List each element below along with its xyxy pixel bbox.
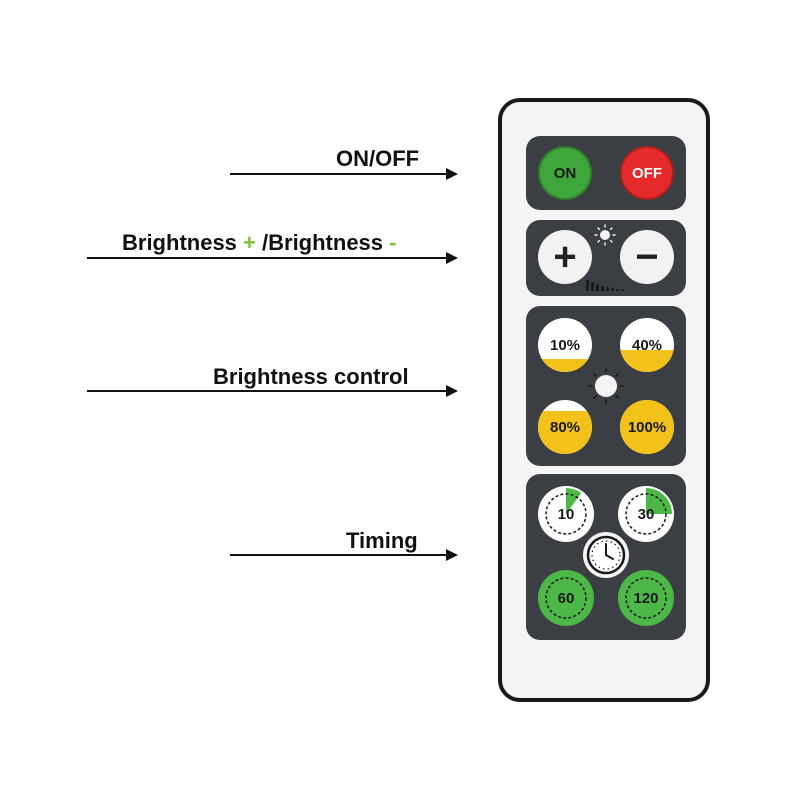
timer-10-button[interactable]: 10: [538, 486, 594, 542]
preset-40-button[interactable]: 40%: [620, 318, 674, 372]
remote-control: ON OFF + − 10%: [498, 98, 710, 702]
brightness-down-button[interactable]: −: [620, 230, 674, 284]
timer-60-dial: [540, 572, 592, 624]
timer-120-button[interactable]: 120: [618, 570, 674, 626]
preset-100-button[interactable]: 100%: [620, 400, 674, 454]
timer-30-label: 30: [637, 505, 655, 523]
timer-60-label: 60: [557, 589, 575, 607]
preset-80-label: 80%: [549, 418, 581, 436]
clock-icon: [583, 532, 629, 578]
sun-icon: [594, 224, 616, 246]
brightness-up-button[interactable]: +: [538, 230, 592, 284]
timer-30-dial: [620, 488, 672, 540]
timer-10-dial: [540, 488, 592, 540]
timer-120-label: 120: [633, 589, 659, 607]
preset-10-button[interactable]: 10%: [538, 318, 592, 372]
preset-80-fill: [538, 410, 592, 454]
preset-10-label: 10%: [549, 336, 581, 354]
label-brightness-control: Brightness control: [213, 364, 409, 389]
label-brightness-minus-prefix: /Brightness: [255, 230, 390, 255]
label-plus-sign: +: [243, 230, 256, 255]
timer-30-button[interactable]: 30: [618, 486, 674, 542]
label-minus-sign: -: [389, 230, 397, 255]
on-button[interactable]: ON: [538, 146, 592, 200]
brightness-preset-panel: 10% 40% 80% 100%: [526, 306, 686, 466]
timer-120-dial: [620, 572, 672, 624]
sun-icon: [588, 368, 624, 404]
preset-10-fill: [538, 358, 592, 372]
brightness-bars-icon: [586, 280, 624, 291]
timer-10-label: 10: [557, 505, 575, 523]
label-on-off: ON/OFF: [336, 146, 420, 171]
label-brightness-prefix: Brightness: [122, 230, 244, 255]
label-brightness-plus-minus: Brightness + /Brightness -: [122, 230, 396, 256]
brightness-adjust-panel: + −: [526, 220, 686, 296]
preset-100-fill: [620, 400, 674, 454]
preset-40-label: 40%: [631, 336, 663, 354]
timer-panel: 10 30 60 120: [526, 474, 686, 640]
preset-40-fill: [620, 350, 674, 372]
preset-100-label: 100%: [627, 418, 667, 436]
power-panel: ON OFF: [526, 136, 686, 210]
timer-60-button[interactable]: 60: [538, 570, 594, 626]
off-button[interactable]: OFF: [620, 146, 674, 200]
preset-80-button[interactable]: 80%: [538, 400, 592, 454]
label-timing: Timing: [346, 528, 418, 553]
